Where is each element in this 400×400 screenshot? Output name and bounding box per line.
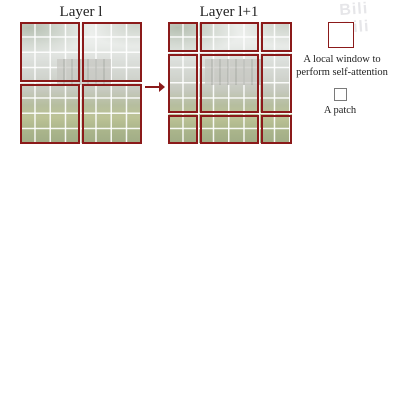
layer-l-plus-1-window <box>200 22 259 52</box>
layer-l-image <box>20 22 142 144</box>
layer-l-title: Layer l <box>59 4 103 20</box>
layer-l-window <box>82 84 142 144</box>
layer-l-plus-1-window <box>261 22 292 52</box>
layer-l-window <box>20 84 80 144</box>
layer-l-plus-1-window <box>261 115 292 144</box>
legend-patch-label: A patch <box>323 105 357 116</box>
layer-l-plus-1-window <box>168 22 198 52</box>
layer-l-plus-1-title: Layer l+1 <box>199 4 259 20</box>
layer-l-plus-1-window <box>168 54 198 113</box>
layer-l-window <box>82 22 142 82</box>
legend-window-label: A local window to perform self-attention <box>296 54 388 78</box>
layer-l-plus-1-image <box>168 22 292 144</box>
shift-arrow <box>145 82 165 92</box>
layer-l-plus-1-window <box>261 54 292 113</box>
legend-window-swatch <box>328 22 354 48</box>
layer-l-window <box>20 22 80 82</box>
legend-patch-swatch <box>334 88 347 101</box>
layer-l-plus-1-window <box>200 115 259 144</box>
layer-l-plus-1-window <box>200 54 259 113</box>
layer-l-plus-1-window <box>168 115 198 144</box>
